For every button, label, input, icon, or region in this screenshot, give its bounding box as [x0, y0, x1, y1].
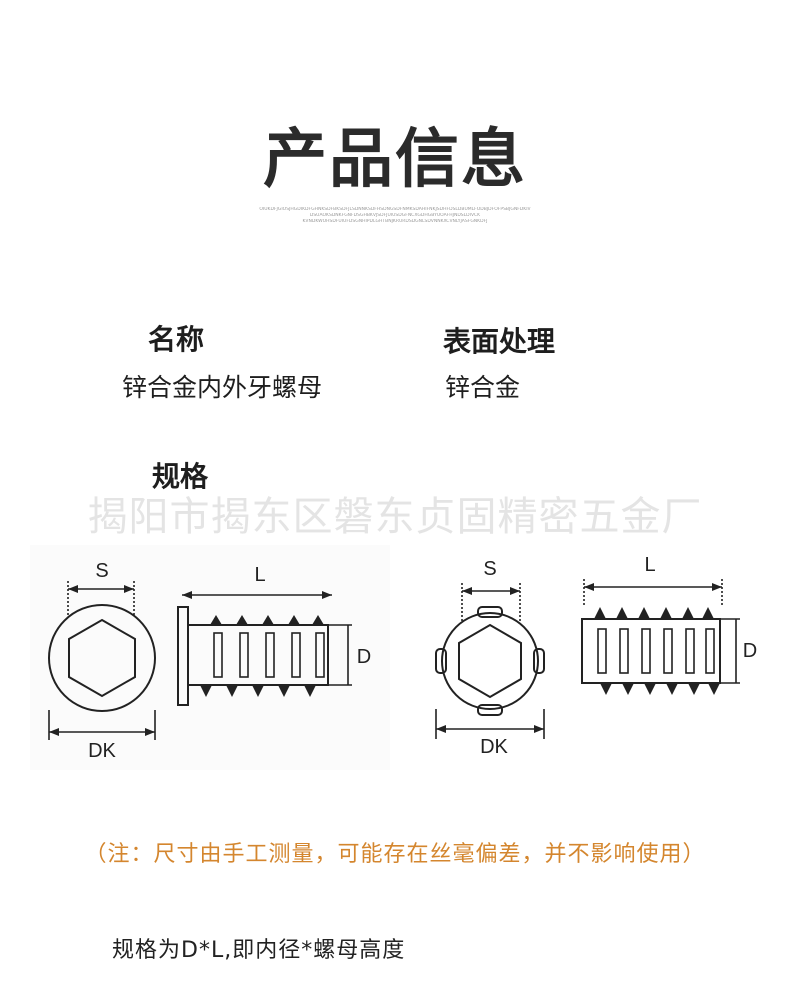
- tiny-text-line-3: KVNDKWOHSDFUIUFDSGNHIPDLGHTBNJKRURDSDGNL…: [302, 219, 488, 224]
- spec-footer-text: 规格为D*L,即内径*螺母高度: [112, 938, 406, 963]
- left-d-label: D: [357, 646, 371, 668]
- right-s-arrow-left: [462, 587, 472, 595]
- surface-label: 表面处理: [443, 325, 556, 358]
- left-diagram-bg: [30, 545, 390, 770]
- left-dk-arrow-left: [49, 728, 59, 736]
- spec-label: 规格: [152, 460, 209, 493]
- name-value: 锌合金内外牙螺母: [122, 373, 323, 402]
- left-flange-circle: [48, 604, 156, 712]
- watermark-text: 揭阳市揭东区磐东贞固精密五金厂: [87, 494, 703, 540]
- left-s-label: S: [95, 560, 108, 582]
- right-lug-right: [533, 648, 545, 674]
- right-l-label: L: [644, 554, 655, 576]
- right-thread-slots: [597, 628, 715, 674]
- right-l-arrow-right: [712, 583, 722, 591]
- right-s-label: S: [483, 558, 496, 580]
- right-lug-top: [477, 606, 503, 618]
- right-body-circle: [441, 612, 539, 710]
- left-l-arrow-right: [322, 591, 332, 599]
- left-l-arrow-left: [182, 591, 192, 599]
- left-s-arrow-right: [124, 585, 134, 593]
- left-dk-arrow-right: [145, 728, 155, 736]
- left-l-label: L: [254, 564, 265, 586]
- left-nut-diagram: S DK L D: [30, 545, 390, 770]
- right-thread-teeth: [594, 607, 720, 695]
- right-dk-arrow-left: [436, 725, 446, 733]
- left-thread-slots: [213, 632, 325, 678]
- page-title: 产品信息: [263, 123, 527, 197]
- name-label: 名称: [148, 323, 205, 356]
- right-nut-diagram: S DK L D: [435, 554, 757, 758]
- right-dk-arrow-right: [534, 725, 544, 733]
- tiny-text-line-2: DSUAOKSDNKFGNFDSGHBKVJSDFJUIUSDGFNCXGDHG…: [309, 213, 481, 218]
- left-thread-teeth: [200, 615, 324, 697]
- right-d-label: D: [743, 640, 757, 662]
- right-lug-left: [435, 648, 447, 674]
- tiny-text-line-1: OIUKDFJGIOSJHGDIKDFGHNKSDFBKSDFJLSDNNKSD…: [259, 207, 531, 212]
- left-s-arrow-left: [68, 585, 78, 593]
- right-lug-bottom: [477, 704, 503, 716]
- left-flange-side: [177, 606, 189, 706]
- right-s-arrow-right: [510, 587, 520, 595]
- surface-value: 锌合金: [445, 373, 521, 402]
- right-dk-label: DK: [480, 736, 508, 758]
- right-hex-socket-icon: [458, 623, 522, 699]
- left-hex-socket-icon: [68, 618, 136, 698]
- left-dk-label: DK: [88, 740, 116, 762]
- right-l-arrow-left: [584, 583, 594, 591]
- measurement-note: （注：尺寸由手工测量，可能存在丝毫偏差，并不影响使用）: [84, 842, 706, 867]
